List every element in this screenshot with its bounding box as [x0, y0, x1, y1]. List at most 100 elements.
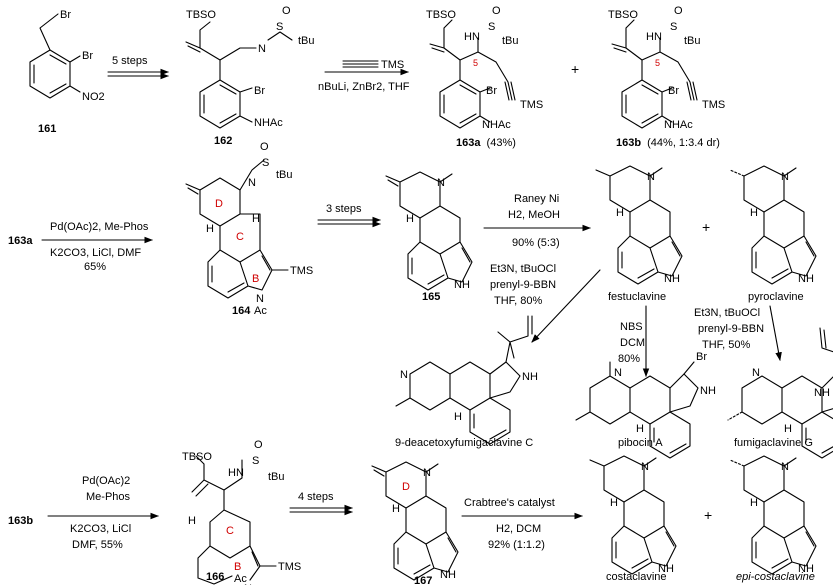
- nh-label: NH: [664, 273, 680, 285]
- oxygen-label: O: [254, 439, 263, 451]
- start-163a-label: 163a: [8, 235, 33, 247]
- ring-d-label: D: [402, 481, 410, 493]
- arrow-alkynylation: [324, 60, 410, 76]
- sulfur-label: S: [670, 21, 677, 33]
- tbu-label: tBu: [502, 35, 519, 47]
- 9-deacetoxyfumigaclavine-label: 9-deacetoxyfumigaclavine C: [395, 437, 533, 449]
- compound-165-label: 165: [422, 291, 440, 303]
- tbu-label: tBu: [298, 35, 315, 47]
- bromine-label: Br: [254, 85, 265, 97]
- compound-164-label: 164: [232, 305, 251, 317]
- acetyl-label: Ac: [234, 573, 247, 585]
- festuclavine-label: festuclavine: [608, 291, 666, 303]
- condition-line: Me-Phos: [86, 491, 131, 503]
- fumigaclavine-g-structure: [727, 327, 833, 459]
- arrow-prenylation-pyroclavine: [769, 305, 782, 362]
- condition-line: prenyl-9-BBN: [490, 279, 556, 291]
- plus-sign: +: [571, 61, 579, 77]
- nh-label: NH: [700, 385, 716, 397]
- pyroclavine-structure: [729, 165, 817, 285]
- tbso-label: TBSO: [426, 9, 456, 21]
- sulfur-label: S: [488, 21, 495, 33]
- bromine-label: Br: [486, 85, 497, 97]
- compound-164-structure: N S O tBu H H D C B TMS N Ac: [185, 141, 313, 317]
- h-label: H: [454, 411, 462, 423]
- arrow-3-steps: [317, 216, 382, 228]
- sulfur-label: S: [262, 157, 269, 169]
- condition-5-steps: 5 steps: [112, 55, 148, 67]
- condition-line: NBS: [620, 321, 643, 333]
- nhac-label: NHAc: [254, 117, 283, 129]
- nhac-label: NHAc: [482, 119, 511, 131]
- c5-stereocenter-label: 5: [655, 58, 660, 68]
- ring-b-label: B: [234, 561, 241, 573]
- arrow-prenylation-festuclavine: [531, 269, 601, 343]
- compound-162-structure: TBSO N S O tBu Br NHAc: [185, 5, 315, 129]
- h-label: H: [206, 223, 214, 235]
- compound-163a-label: 163a: [456, 137, 481, 149]
- compound-167-structure: [371, 461, 459, 581]
- nh-label: NH: [440, 569, 456, 581]
- condition-line: Raney Ni: [514, 193, 559, 205]
- n-methyl-label: N: [400, 369, 408, 381]
- condition-line: Et3N, tBuOCl: [490, 263, 556, 275]
- nh-label: NH: [454, 279, 470, 291]
- ring-c-label: C: [226, 525, 234, 537]
- h-label: H: [750, 497, 758, 509]
- tbu-label: tBu: [684, 35, 701, 47]
- condition-line: K2CO3, LiCl, DMF: [50, 247, 141, 259]
- condition-line: Pd(OAc)2, Me-Phos: [50, 221, 149, 233]
- bromine-label: Br: [668, 85, 679, 97]
- n-methyl-label: N: [781, 171, 789, 183]
- pibocin-a-structure: [575, 361, 699, 459]
- tbu-label: tBu: [276, 169, 293, 181]
- compound-162-label: 162: [214, 135, 232, 147]
- condition-alkynylation: nBuLi, ZnBr2, THF: [318, 81, 410, 93]
- nhac-label: NHAc: [664, 119, 693, 131]
- condition-yield: 65%: [84, 261, 106, 273]
- h-label: H: [610, 497, 618, 509]
- n-methyl-label: N: [647, 171, 655, 183]
- condition-yield: 80%: [618, 353, 640, 365]
- condition-line: Pd(OAc)2: [82, 475, 130, 487]
- fumigaclavine-g-label: fumigaclavine G: [734, 437, 813, 449]
- condition-line: DCM: [620, 337, 645, 349]
- n-methyl-label: N: [614, 367, 622, 379]
- bromine-label: Br: [60, 9, 71, 21]
- h-label: H: [616, 207, 624, 219]
- condition-yield: DMF, 55%: [72, 539, 123, 551]
- ring-d-label: D: [215, 198, 223, 210]
- compound-161-label: 161: [38, 123, 56, 135]
- nh-label: NH: [798, 563, 814, 575]
- oxygen-label: O: [260, 141, 269, 153]
- n-methyl-label: N: [437, 177, 445, 189]
- epi-costaclavine-structure: [729, 455, 817, 575]
- n-methyl-label: N: [781, 461, 789, 473]
- festuclavine-structure: [595, 165, 683, 285]
- h-label: H: [784, 423, 792, 435]
- nh-label: NH: [798, 273, 814, 285]
- c5-stereocenter-label: 5: [473, 58, 478, 68]
- compound-163b-label: 163b: [616, 137, 641, 149]
- sulfinyl-n-label: N: [248, 177, 256, 189]
- compound-167-label: 167: [414, 575, 432, 585]
- tms-label: TMS: [290, 265, 313, 277]
- indole-n-label: N: [256, 293, 264, 305]
- condition-yield: 92% (1:1.2): [488, 539, 545, 551]
- arrow-4-steps: [289, 504, 354, 516]
- condition-line: prenyl-9-BBN: [698, 323, 764, 335]
- bromine-label: Br: [696, 351, 707, 363]
- tms-label: TMS: [278, 561, 301, 573]
- oxygen-label: O: [492, 5, 501, 17]
- oxygen-label: O: [282, 5, 291, 17]
- 9-deacetoxyfumigaclavine-structure: [395, 315, 533, 445]
- h-label: H: [188, 515, 196, 527]
- tbso-label: TBSO: [608, 9, 638, 21]
- compound-163b-yield: (44%, 1:3.4 dr): [647, 137, 720, 149]
- compound-163a-caption: 163a (43%): [456, 137, 516, 149]
- compound-163b-caption: 163b (44%, 1:3.4 dr): [616, 137, 720, 149]
- costaclavine-label: costaclavine: [606, 571, 667, 583]
- tbu-label: tBu: [268, 471, 285, 483]
- nh-label: NH: [658, 563, 674, 575]
- condition-line: K2CO3, LiCl: [70, 523, 131, 535]
